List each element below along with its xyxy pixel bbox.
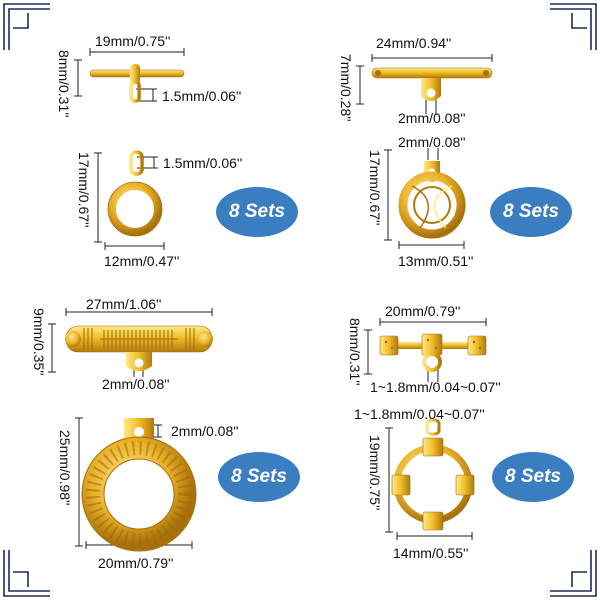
label-bar1-width: 19mm/0.75''	[95, 33, 171, 49]
label-ring3-height: 25mm/0.98''	[57, 430, 73, 506]
label-bar2-width: 24mm/0.94''	[376, 35, 452, 51]
label-bar3-hole: 2mm/0.08''	[102, 376, 170, 392]
sets-badge-3: 8 Sets	[218, 452, 300, 502]
sets-badge-2: 8 Sets	[490, 187, 572, 237]
label-bar3-width: 27mm/1.06''	[86, 296, 162, 312]
label-ring1-height: 17mm/0.67''	[76, 152, 92, 228]
label-ring2-width: 13mm/0.51''	[398, 253, 474, 269]
toggle-bar-beaded	[379, 333, 487, 372]
toggle-ring-small	[107, 150, 163, 237]
toggle-bar-ornate	[65, 325, 213, 371]
label-ring4-height: 19mm/0.75''	[367, 435, 383, 511]
label-bar1-height: 8mm/0.31''	[56, 50, 72, 118]
label-bar2-hole: 2mm/0.08''	[398, 110, 466, 126]
label-ring4-width: 14mm/0.55''	[393, 545, 469, 561]
toggle-ring-textured	[81, 418, 197, 552]
sets-badge-1: 8 Sets	[216, 187, 298, 237]
label-bar2-height: 7mm/0.28''	[338, 54, 354, 122]
sets-badge-4: 8 Sets	[492, 452, 574, 502]
toggle-ring-beaded	[391, 418, 475, 531]
label-ring3-hole: 2mm/0.08''	[171, 423, 239, 439]
toggle-bar-small	[89, 64, 185, 103]
border-frame	[3, 3, 597, 597]
label-bar1-hole: 1.5mm/0.06''	[162, 88, 242, 104]
toggle-bar-thin	[371, 67, 493, 101]
label-bar4-width: 20mm/0.79''	[385, 303, 461, 319]
label-ring1-hole: 1.5mm/0.06''	[163, 155, 243, 171]
label-ring2-hole: 2mm/0.08''	[398, 134, 466, 150]
label-ring2-height: 17mm/0.67''	[367, 150, 383, 226]
label-ring3-width: 20mm/0.79''	[98, 555, 174, 571]
toggle-ring-twist	[398, 161, 466, 239]
label-bar4-hole: 1~1.8mm/0.04~0.07''	[370, 379, 501, 395]
label-bar3-height: 9mm/0.35''	[31, 308, 47, 376]
label-bar4-height: 8mm/0.31''	[347, 318, 363, 386]
label-ring1-width: 12mm/0.47''	[104, 253, 180, 269]
label-ring4-hole: 1~1.8mm/0.04~0.07''	[354, 406, 485, 422]
